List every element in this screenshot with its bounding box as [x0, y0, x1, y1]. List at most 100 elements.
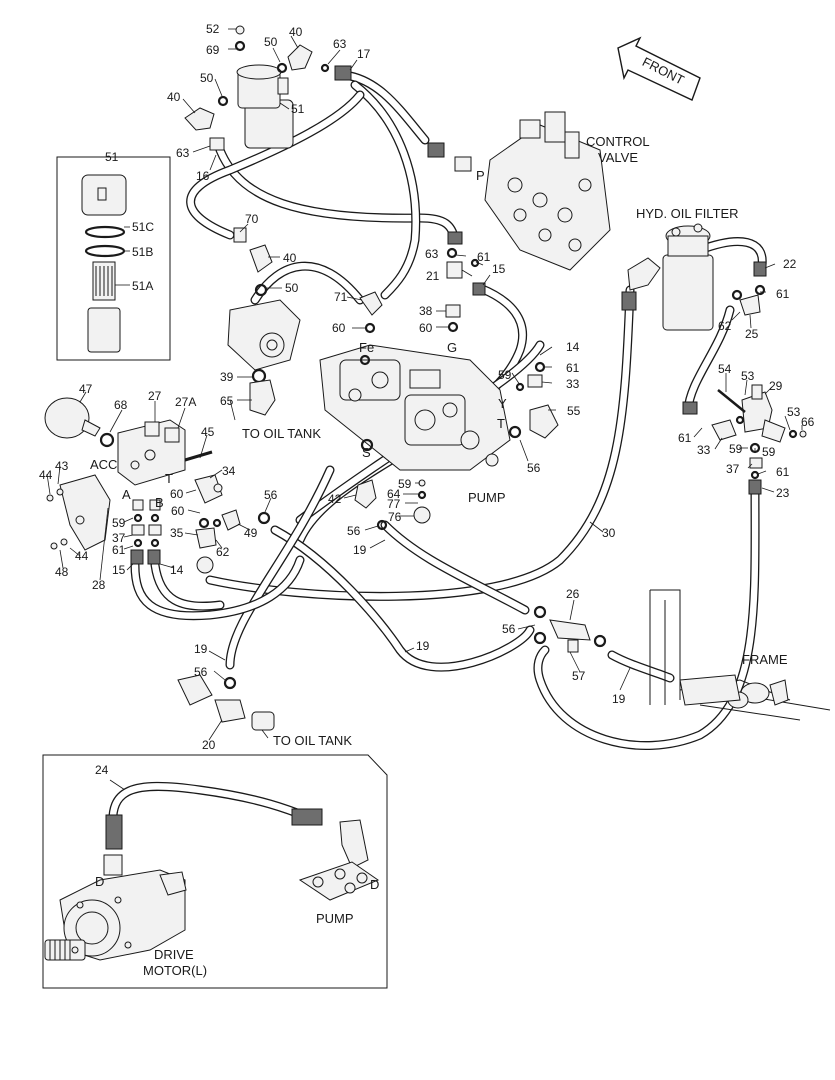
callout-77: 77: [387, 497, 401, 511]
callout-49: 49: [244, 526, 258, 540]
port-t1: T: [497, 416, 505, 431]
callout-52: 52: [206, 22, 220, 36]
callout-44: 44: [39, 468, 53, 482]
control-valve: [427, 111, 611, 271]
callout-50: 50: [200, 71, 214, 85]
port-y: Y: [498, 396, 507, 411]
callout-19: 19: [612, 692, 626, 706]
callout-59: 59: [762, 445, 776, 459]
callout-40: 40: [289, 25, 303, 39]
hyd-oil-filter: [621, 223, 767, 331]
callout-51: 51: [105, 150, 119, 164]
suction-filter-51: [184, 25, 352, 151]
callout-64: 64: [387, 487, 401, 501]
callout-40: 40: [167, 90, 181, 104]
caption-drive-motor-1: DRIVE: [154, 947, 194, 962]
callout-35: 35: [170, 526, 184, 540]
callout-19: 19: [194, 642, 208, 656]
callout-61: 61: [776, 465, 790, 479]
callout-14: 14: [170, 563, 184, 577]
callout-61: 61: [477, 250, 491, 264]
callout-50: 50: [264, 35, 278, 49]
callout-70: 70: [245, 212, 259, 226]
callout-37: 37: [112, 531, 126, 545]
callout-27A: 27A: [175, 395, 196, 409]
callout-53: 53: [787, 405, 801, 419]
callout-21: 21: [426, 269, 440, 283]
callout-56: 56: [264, 488, 278, 502]
callout-23: 23: [776, 486, 790, 500]
callout-62: 62: [216, 545, 230, 559]
filter-51-exploded-box: [56, 156, 171, 361]
callout-76: 76: [388, 510, 402, 524]
callout-25: 25: [745, 327, 759, 341]
callout-65: 65: [220, 394, 234, 408]
callout-56: 56: [194, 665, 208, 679]
callout-51A: 51A: [132, 279, 153, 293]
caption-pump-inset: PUMP: [316, 911, 354, 926]
callout-40: 40: [283, 251, 297, 265]
callout-20: 20: [202, 738, 216, 752]
port-d2: D: [370, 877, 379, 892]
port-s: S: [362, 445, 371, 460]
callout-19: 19: [353, 543, 367, 557]
callout-43: 43: [55, 459, 69, 473]
callout-45: 45: [201, 425, 215, 439]
callout-53: 53: [741, 369, 755, 383]
callout-22: 22: [783, 257, 797, 271]
callout-33: 33: [697, 443, 711, 457]
callout-15: 15: [492, 262, 506, 276]
callout-37: 37: [726, 462, 740, 476]
callout-24: 24: [95, 763, 109, 777]
drive-motor-inset: [42, 754, 388, 989]
callout-51B: 51B: [132, 245, 153, 259]
callout-60: 60: [419, 321, 433, 335]
callout-59: 59: [729, 442, 743, 456]
captions: CONTROL VALVE HYD. OIL FILTER TO OIL TAN…: [90, 134, 788, 978]
port-fe: Fe: [359, 340, 374, 355]
callout-61: 61: [678, 431, 692, 445]
callout-60: 60: [171, 504, 185, 518]
tee-20: [177, 674, 275, 731]
callout-61: 61: [566, 361, 580, 375]
callout-15: 15: [112, 563, 126, 577]
callout-63: 63: [333, 37, 347, 51]
callout-50: 50: [285, 281, 299, 295]
port-t2: T: [165, 471, 173, 486]
callout-42: 42: [328, 492, 342, 506]
callout-30: 30: [602, 526, 616, 540]
port-p: P: [476, 168, 485, 183]
callout-61: 61: [112, 543, 126, 557]
port-g: G: [447, 340, 457, 355]
main-pump: [319, 344, 559, 531]
caption-acc: ACC: [90, 457, 117, 472]
callout-61: 61: [776, 287, 790, 301]
callout-54: 54: [718, 362, 732, 376]
gear-pump: [227, 227, 301, 416]
callout-26: 26: [566, 587, 580, 601]
port-a: A: [122, 487, 131, 502]
callout-51: 51: [291, 102, 305, 116]
callout-38: 38: [419, 304, 433, 318]
callout-69: 69: [206, 43, 220, 57]
caption-frame: FRAME: [742, 652, 788, 667]
callout-14: 14: [566, 340, 580, 354]
callout-16: 16: [196, 169, 210, 183]
accumulator-block: [44, 397, 271, 574]
callout-27: 27: [148, 389, 162, 403]
port-d1: D: [95, 874, 104, 889]
callout-56: 56: [347, 524, 361, 538]
callout-51C: 51C: [132, 220, 154, 234]
callout-33: 33: [566, 377, 580, 391]
callout-55: 55: [567, 404, 581, 418]
callout-60: 60: [170, 487, 184, 501]
tee-26-frame: [533, 589, 831, 721]
callout-numbers: 52 69 40 50 63 17 50 51 40 63 16 51 51C …: [39, 22, 815, 777]
callout-17: 17: [357, 47, 371, 61]
port-b: B: [155, 495, 164, 510]
caption-control-valve-1: CONTROL: [586, 134, 650, 149]
leader-lines: [46, 28, 803, 791]
callout-68: 68: [114, 398, 128, 412]
valve-29: [682, 384, 807, 495]
callout-71: 71: [334, 290, 348, 304]
